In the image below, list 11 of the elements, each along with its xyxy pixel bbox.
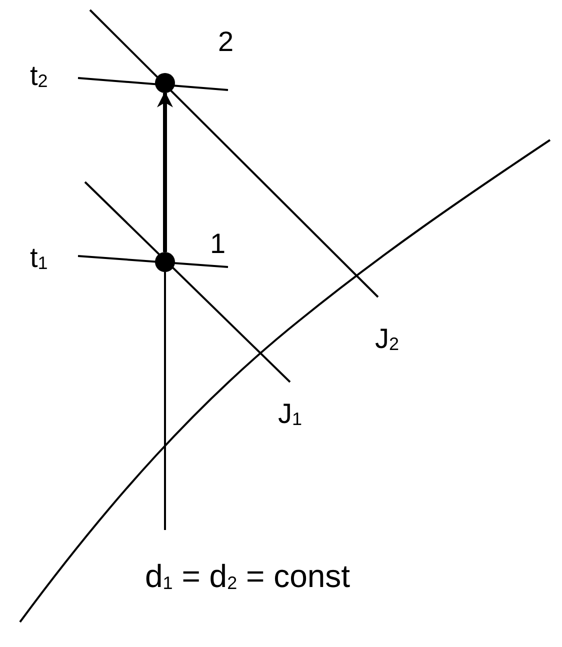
front-label: J$_{2}$ <box>375 325 400 353</box>
line <box>164 272 166 530</box>
arrow <box>157 91 173 252</box>
point-label: 2 <box>218 28 234 56</box>
time-label: t$_{1}$ <box>30 244 48 272</box>
equation: d$_{1}$ = d$_{2}$ = const <box>145 560 350 592</box>
time-label: t$_{2}$ <box>30 62 48 90</box>
front-label: J$_{1}$ <box>278 400 302 428</box>
point-dot <box>155 252 175 272</box>
point-dot <box>155 73 175 93</box>
point-label: 1 <box>210 230 226 258</box>
